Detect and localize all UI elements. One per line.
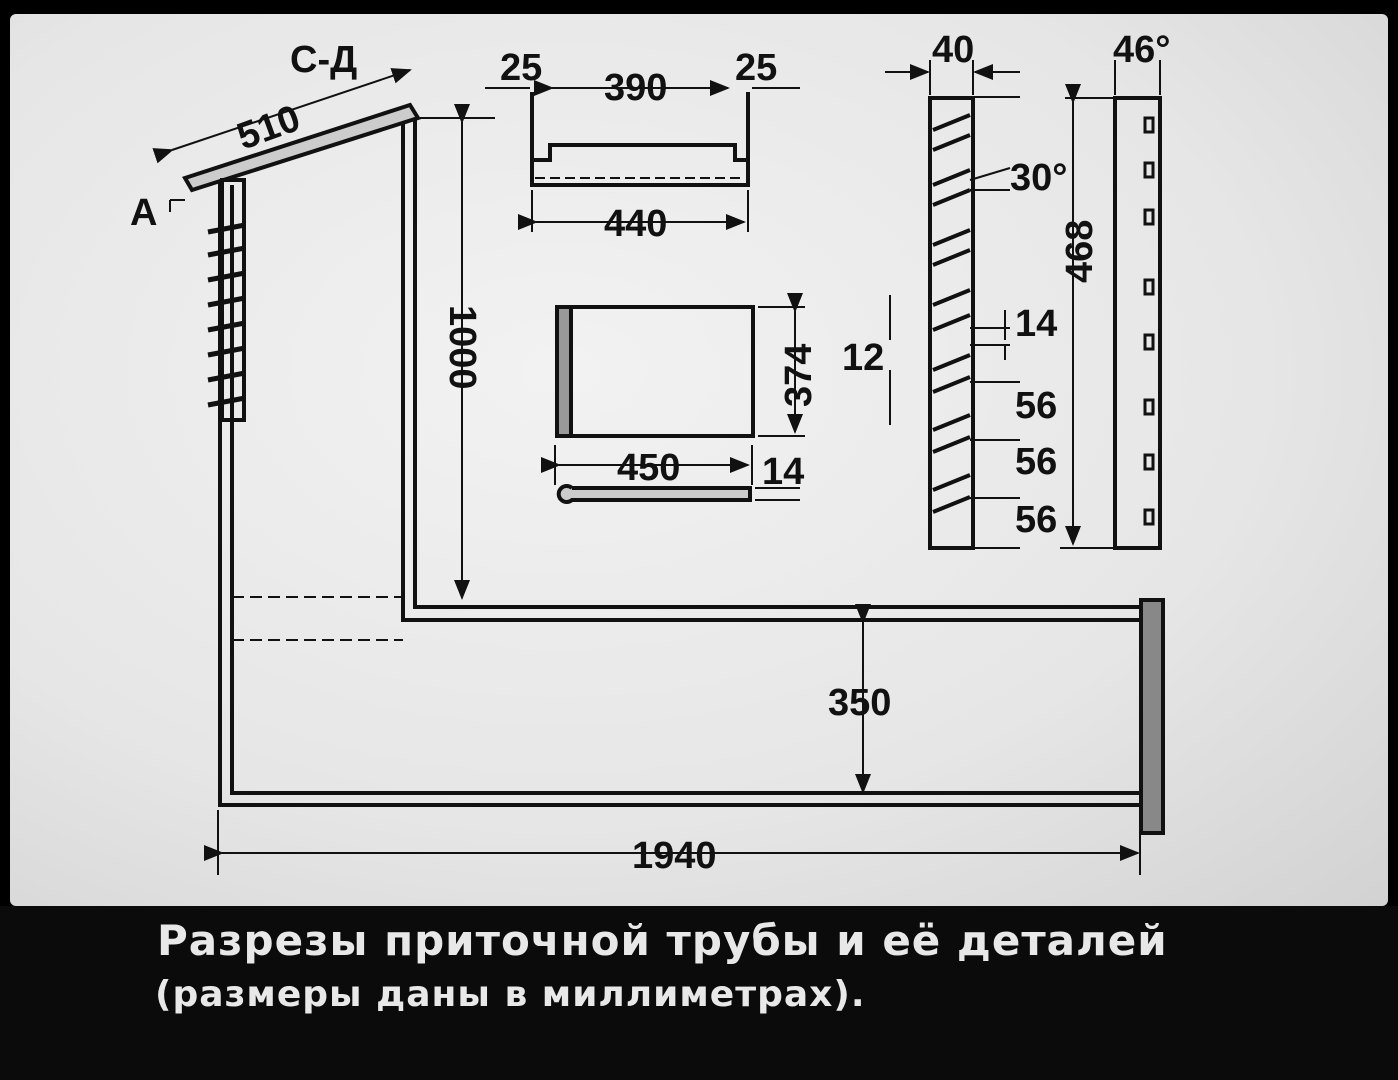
height-label: 1000 [441,305,483,390]
top-inner-label: 390 [604,67,667,109]
caption-bar [0,906,1398,1080]
side-panel-detail [1060,60,1162,550]
louvre-height-label: 468 [1059,220,1101,283]
dimension-lines [204,104,1141,875]
slat-angle-label: 30° [1010,157,1067,199]
top-outer-label: 440 [604,203,667,245]
bar-thickness-label: 14 [762,451,804,493]
top-right-margin-label: 25 [735,47,777,89]
marker-a-label: А [130,192,157,234]
panel-height-label: 374 [778,344,820,407]
top-left-margin-label: 25 [500,47,542,89]
louvre-detail [885,60,1020,550]
caption-title: Разрезы приточной трубы и её деталей [157,916,1168,965]
louvre-width-label: 40 [932,29,974,71]
panel-detail [541,293,805,504]
base-height-label: 350 [828,682,891,724]
side-angle-label: 46° [1113,29,1170,71]
spacing-label-2: 56 [1015,441,1057,483]
inlet-louvres [207,178,246,422]
total-length-label: 1940 [632,835,717,877]
slat-thickness-label: 14 [1015,303,1057,345]
section-label: С-Д [290,39,357,81]
top-detail [485,80,800,232]
panel-width-label: 450 [617,447,680,489]
roof [152,68,422,212]
spacing-label-3: 56 [1015,499,1057,541]
spacing-label-1: 56 [1015,385,1057,427]
caption-subtitle: (размеры даны в миллиметрах). [155,974,866,1015]
slat-gap-label: 12 [842,337,884,379]
